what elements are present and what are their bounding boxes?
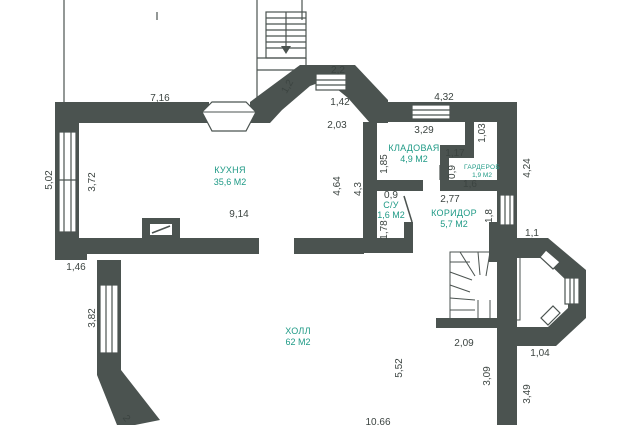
wc-door	[403, 195, 413, 223]
stair-arrow-icon	[281, 46, 291, 54]
dim-storage-right: 1,03	[477, 123, 488, 143]
room-name-storage: КЛАДОВАЯ	[388, 143, 439, 153]
dim-left-inner: 3,72	[87, 172, 98, 192]
dim-corridor-right: 1,8	[484, 209, 495, 223]
room-area-wardrobe: 1,9 М2	[472, 172, 492, 179]
room-name-wc: С/У	[383, 200, 399, 210]
dim-lower-diag: 2	[120, 413, 132, 424]
dim-lower-left: 3,82	[87, 308, 98, 328]
room-name-wardrobe: ГАРДЕРОБ	[464, 164, 500, 171]
dim-kitchen-depth: 4,64	[332, 176, 343, 196]
windows	[58, 73, 580, 354]
room-name-hall: ХОЛЛ	[285, 326, 311, 336]
dim-right-wall: 4,24	[522, 158, 533, 178]
wall-opening	[201, 101, 257, 132]
dim-lower-right-outer: 3,49	[522, 384, 533, 404]
lower-staircase	[449, 251, 521, 321]
dim-wc-width: 0,9	[384, 190, 398, 201]
dim-stair-corner: 1,1	[525, 228, 539, 239]
room-area-kitchen: 35,6 М2	[214, 177, 247, 187]
dim-storage-top: 4,32	[434, 92, 454, 103]
room-area-wc: 1,6 М2	[377, 210, 405, 220]
room-area-storage: 4,9 М2	[400, 154, 428, 164]
dim-storage-depth: 1,85	[379, 154, 390, 174]
dim-stair-width: 2,09	[454, 338, 474, 349]
dim-bay-inner: 1,42	[330, 97, 350, 108]
room-name-corridor: КОРИДОР	[431, 208, 477, 218]
room-area-hall: 62 М2	[285, 337, 310, 347]
dim-hall-height: 5,52	[394, 358, 405, 378]
dim-left-outer: 5,02	[44, 170, 55, 190]
dim-left-corner: 1,46	[66, 262, 86, 273]
dim-lower-right: 3,09	[482, 366, 493, 386]
walls	[55, 65, 586, 425]
dim-wardrobe-top: 1,17	[445, 148, 465, 159]
room-name-kitchen: КУХНЯ	[214, 165, 246, 175]
dim-wardrobe-height: 0,9	[447, 165, 458, 179]
kitchen-stove	[142, 218, 180, 240]
dim-hall-width: 10,66	[365, 417, 390, 425]
dim-bay2: 1,04	[530, 348, 550, 359]
dim-storage-width: 3,29	[414, 125, 434, 136]
room-area-corridor: 5,7 М2	[440, 219, 468, 229]
dim-partition: 4,3	[353, 182, 364, 196]
dim-corridor-width: 2,77	[440, 194, 460, 205]
dim-kitchen-inner: 2,03	[327, 120, 347, 131]
dim-kitchen-width: 9,14	[229, 209, 249, 220]
dim-wardrobe-width: 1,6	[463, 179, 477, 190]
dim-top-left-wall: 7,16	[150, 93, 170, 104]
dim-bay-top: 2,2	[331, 65, 345, 76]
dim-wc-depth: 1,78	[379, 220, 390, 240]
upper-staircase	[257, 11, 307, 71]
upper-terrace-lines	[63, 0, 303, 103]
